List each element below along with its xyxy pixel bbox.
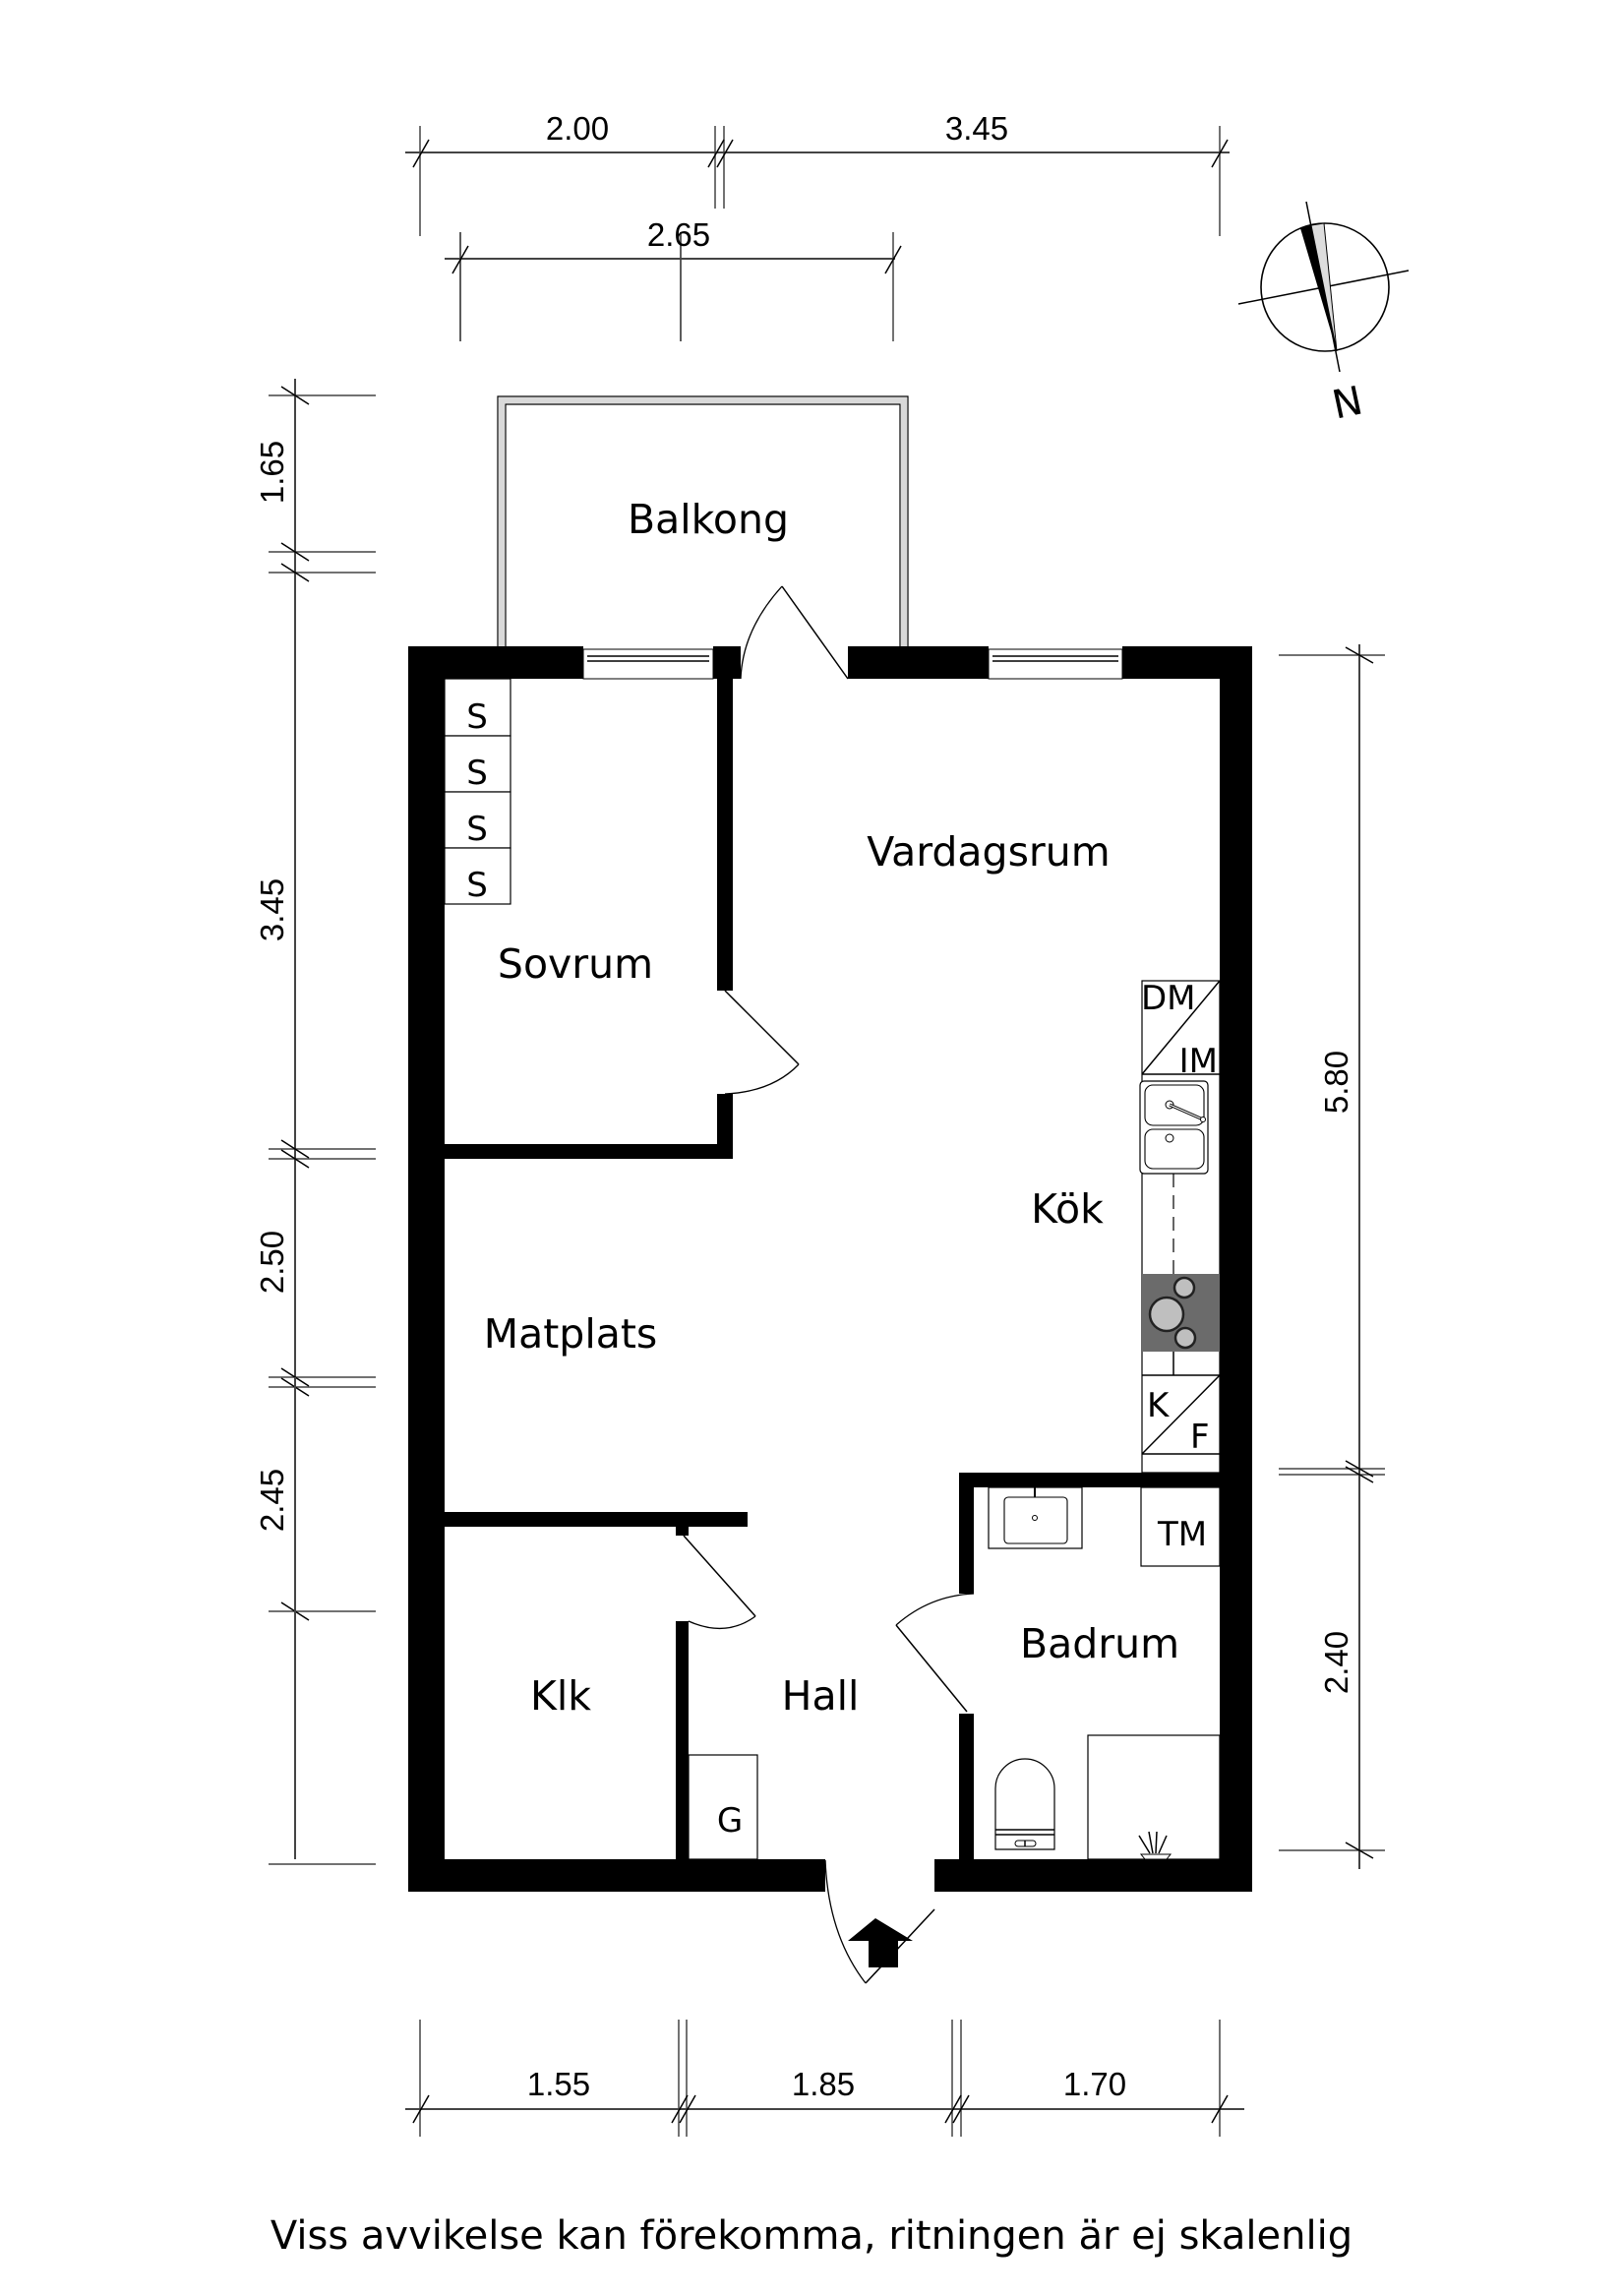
bottom-dimensions: 1.55 1.85 1.70 [405, 2020, 1244, 2137]
toilet-icon [994, 1758, 1055, 1850]
dim-right-upper: 5.80 [1318, 1051, 1354, 1114]
dim-bottom-left: 1.55 [527, 2066, 590, 2102]
dim-bottom-middle: 1.85 [792, 2066, 855, 2102]
shower-head-icon [1138, 1831, 1172, 1860]
entrance-arrow-icon [848, 1918, 913, 1967]
right-dimensions: 5.80 2.40 [1279, 644, 1385, 1869]
room-label-klk: Klk [530, 1672, 591, 1720]
dim-left-matplats: 2.50 [254, 1231, 290, 1294]
sovrum-door[interactable] [724, 990, 800, 1095]
left-dimensions: 1.65 3.45 2.50 2.45 [254, 379, 376, 1859]
hall-closet: G [688, 1754, 758, 1860]
room-label-sovrum: Sovrum [498, 940, 653, 988]
wardrobe-label: S [466, 697, 488, 737]
kitchen-counter: DM IM K F [1139, 979, 1221, 1474]
fridge-label: K [1147, 1386, 1171, 1425]
dryer: TM [1140, 1486, 1221, 1567]
dim-top-left: 2.00 [546, 110, 609, 147]
dim-bottom-right: 1.70 [1063, 2066, 1126, 2102]
dim-top-balcony: 2.65 [647, 216, 710, 253]
dim-left-sovrum: 3.45 [254, 878, 290, 941]
outer-walls [408, 646, 1252, 1892]
top-dimensions: 2.00 3.45 2.65 [405, 110, 1230, 341]
freezer-label: F [1190, 1418, 1210, 1457]
dim-top-right: 3.45 [945, 110, 1008, 147]
compass-circle [1260, 222, 1390, 352]
dim-left-balcony: 1.65 [254, 441, 290, 504]
balcony-rail [499, 397, 907, 403]
room-label-vardagsrum: Vardagsrum [867, 828, 1110, 876]
room-label-hall: Hall [782, 1672, 860, 1720]
room-label-kok: Kök [1031, 1185, 1104, 1233]
wardrobe-label: S [466, 754, 488, 793]
kitchen-sink-icon [1139, 1080, 1209, 1175]
shower [1087, 1734, 1221, 1860]
wardrobe-label: S [466, 810, 488, 849]
dim-left-klk: 2.45 [254, 1469, 290, 1532]
stove-icon [1142, 1274, 1220, 1352]
badrum-walls [959, 1473, 1220, 1859]
compass-needle-dark-icon [1300, 225, 1337, 351]
balcony-door[interactable] [740, 585, 849, 680]
compass-north-label: N [1329, 378, 1367, 428]
room-label-balkong: Balkong [628, 496, 789, 543]
wardrobes: S S S S [444, 678, 511, 905]
microwave-label: IM [1179, 1042, 1218, 1081]
bathroom-sink-icon [988, 1486, 1083, 1549]
window-sovrum [582, 648, 714, 680]
dim-right-lower: 2.40 [1318, 1631, 1354, 1694]
entrance-door[interactable] [824, 1859, 935, 1984]
compass: N [1237, 201, 1410, 429]
dishwasher-label: DM [1141, 979, 1196, 1018]
disclaimer-note: Viss avvikelse kan förekomma, ritningen … [270, 2213, 1353, 2259]
badrum-door[interactable] [895, 1593, 975, 1713]
klk-walls [445, 1512, 748, 1859]
compass-needle-light-icon [1310, 222, 1338, 352]
dryer-label: TM [1157, 1515, 1207, 1554]
window-vardagsrum [988, 648, 1123, 680]
balcony: Balkong [497, 395, 909, 646]
closet-label: G [717, 1801, 743, 1841]
room-label-matplats: Matplats [484, 1310, 658, 1358]
wardrobe-label: S [466, 866, 488, 905]
room-label-badrum: Badrum [1020, 1620, 1179, 1667]
sovrum-walls [445, 679, 733, 1159]
klk-door[interactable] [682, 1521, 756, 1630]
